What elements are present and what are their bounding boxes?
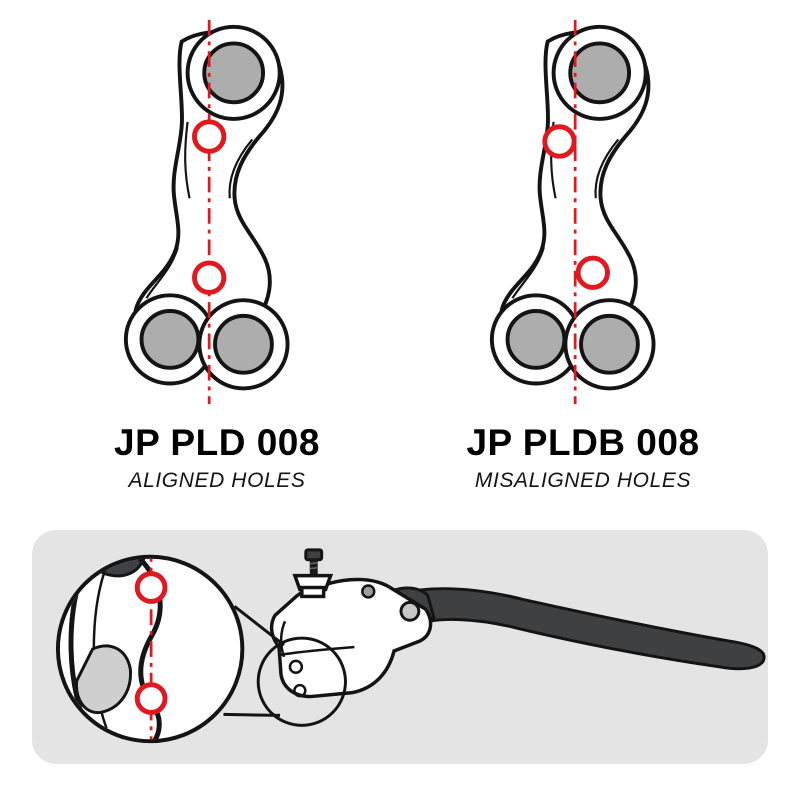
product-comparison: JP PLD 008 ALIGNED HOLES JP PLDB 008 MIS… bbox=[47, 16, 753, 493]
zoom-source-circle-icon bbox=[256, 636, 347, 727]
lever-blade bbox=[394, 587, 766, 671]
upper-hole-marker-icon bbox=[192, 119, 227, 154]
reservoir-hole bbox=[361, 584, 376, 599]
pivot-bolt bbox=[399, 600, 421, 622]
master-cylinder-body bbox=[269, 577, 433, 699]
lower-hole-marker-icon bbox=[134, 682, 168, 715]
brake-lever-illustration bbox=[55, 548, 766, 744]
adjuster-bolt bbox=[292, 548, 334, 599]
product-caption-misaligned: MISALIGNED HOLES bbox=[474, 469, 692, 492]
aligned-bracket-illustration bbox=[123, 19, 290, 405]
product-name-misaligned: JP PLDB 008 bbox=[466, 422, 700, 463]
product-caption-aligned: ALIGNED HOLES bbox=[128, 469, 306, 492]
product-misaligned: JP PLDB 008 MISALIGNED HOLES bbox=[413, 16, 753, 493]
product-aligned: JP PLD 008 ALIGNED HOLES bbox=[47, 16, 387, 493]
lower-hole-marker-icon bbox=[192, 260, 227, 295]
lower-hole-marker-icon bbox=[575, 255, 610, 290]
misaligned-bracket-illustration bbox=[489, 19, 656, 405]
zoom-callout-line-top bbox=[233, 605, 285, 647]
zoom-callout-line-bottom bbox=[223, 712, 281, 717]
magnified-detail bbox=[68, 558, 168, 740]
upper-hole-marker-icon bbox=[542, 124, 577, 159]
application-panel bbox=[32, 530, 768, 764]
upper-hole-marker-icon bbox=[134, 571, 168, 604]
product-name-aligned: JP PLD 008 bbox=[114, 422, 320, 463]
